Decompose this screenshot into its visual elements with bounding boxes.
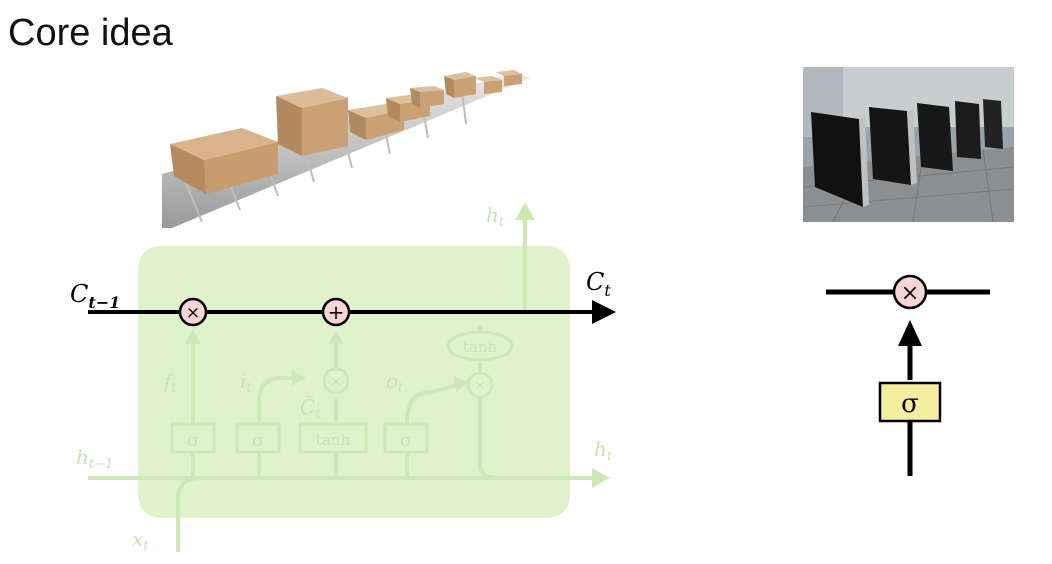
candidate-label: C̃t <box>300 395 321 422</box>
lstm-cell-diagram: σ σ tanh σ tanh × × ft it C̃t ot ht ht−1… <box>70 202 616 554</box>
input-gate-sigma-box <box>235 422 281 454</box>
forget-mult-op <box>178 297 208 327</box>
input-mult-symbol: × <box>330 374 342 390</box>
cell-tanh-op <box>446 330 514 362</box>
gate-mult-symbol: × <box>901 281 919 306</box>
cardboard-box <box>444 72 476 98</box>
h-prev-label: ht−1 <box>76 445 113 472</box>
add-op <box>321 297 351 327</box>
c-t-label: Ct <box>586 268 611 300</box>
x-input-label: xt <box>132 527 149 554</box>
cardboard-box <box>496 70 522 86</box>
cell-tanh-label: tanh <box>463 338 498 356</box>
output-mult-op <box>466 371 494 399</box>
forget-gate-sigma-box <box>170 422 216 454</box>
cardboard-box <box>170 128 278 194</box>
conveyor-belt-image <box>162 70 530 228</box>
cardboard-box <box>276 88 348 156</box>
candidate-tanh-box <box>298 422 368 454</box>
output-gate-sigma-box <box>383 422 429 454</box>
output-gate-sigma-label: σ <box>400 430 412 451</box>
gate-sigma-box <box>878 381 942 423</box>
cardboard-box <box>474 76 502 94</box>
page-title: Core idea <box>8 12 173 54</box>
input-mult-op <box>322 367 350 395</box>
gate-arrowhead <box>898 320 922 346</box>
output-gate-label: ot <box>386 369 404 396</box>
gate-mult-op <box>892 274 928 310</box>
c-prev-label: Ct−1 <box>70 280 120 312</box>
gate-diagram: × σ <box>826 274 990 476</box>
add-symbol: + <box>328 300 345 324</box>
cardboard-box <box>410 86 444 108</box>
h-out-label: ht <box>594 437 613 464</box>
h-top-label: ht <box>486 203 505 230</box>
forget-gate-sigma-label: σ <box>187 430 199 451</box>
output-mult-symbol: × <box>474 378 486 394</box>
forget-mult-symbol: × <box>186 303 200 323</box>
input-gate-label: it <box>240 369 252 396</box>
input-gate-sigma-label: σ <box>252 430 264 451</box>
cell-state-arrowhead <box>592 300 616 324</box>
gate-sigma-label: σ <box>901 389 919 419</box>
candidate-tanh-label: tanh <box>316 431 351 449</box>
turnstile-gates-image <box>803 67 1014 222</box>
